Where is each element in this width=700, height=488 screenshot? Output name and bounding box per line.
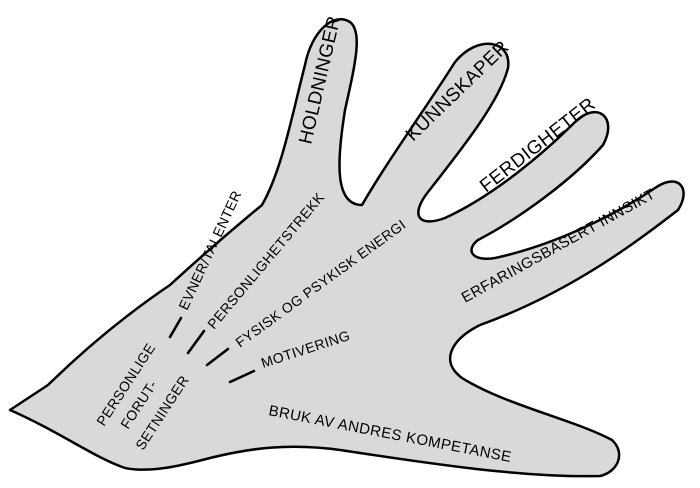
hand-illustration: HOLDNINGER KUNNSKAPER FERDIGHETER ERFARI… [0, 0, 700, 488]
hand-diagram: HOLDNINGER KUNNSKAPER FERDIGHETER ERFARI… [0, 0, 700, 488]
